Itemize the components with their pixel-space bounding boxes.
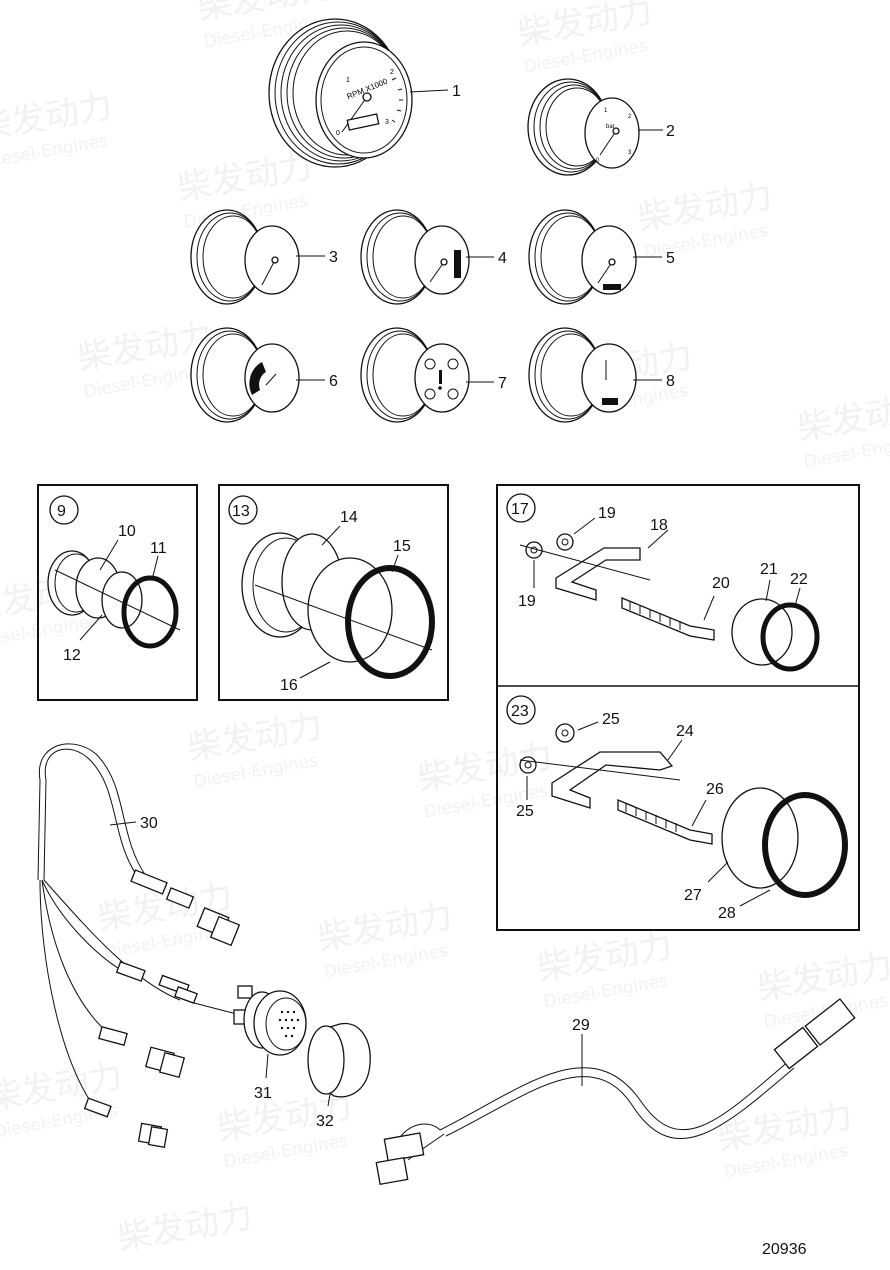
- part-label-22: 22: [790, 571, 808, 588]
- part-label-25-top: 25: [602, 711, 620, 728]
- gauge-5: 5: [528, 209, 675, 305]
- gauge-3: 3: [190, 209, 338, 305]
- gauge-7: 7: [360, 327, 507, 423]
- part-label-20: 20: [712, 575, 730, 592]
- part-label-19-bottom: 19: [518, 593, 536, 610]
- tacho-tick-1: 1: [346, 77, 350, 84]
- box-label-13: 13: [232, 503, 250, 520]
- part-label-2: 2: [666, 123, 675, 140]
- cable-29: 29: [375, 998, 856, 1186]
- pressure-tick-1: 1: [604, 108, 608, 114]
- tacho-tick-2: 2: [390, 69, 394, 76]
- part-label-26: 26: [706, 781, 724, 798]
- part-label-32: 32: [316, 1113, 334, 1130]
- gauge-8: 8: [528, 327, 675, 423]
- part-label-25-bottom: 25: [516, 803, 534, 820]
- part-label-4: 4: [498, 250, 507, 267]
- part-label-28: 28: [718, 905, 736, 922]
- part-label-1: 1: [452, 83, 461, 100]
- pressure-gauge-2: bar 0 1 2 3 2: [527, 78, 675, 176]
- detail-box-13: 13 14 15 16: [218, 484, 449, 701]
- pressure-tick-2: 2: [628, 114, 632, 120]
- part-label-18: 18: [650, 517, 668, 534]
- gauge-4: 4: [360, 209, 507, 305]
- tacho-tick-3: 3: [385, 119, 389, 126]
- diagram-number: 20936: [762, 1241, 807, 1258]
- cap-32: 32: [307, 1022, 371, 1130]
- buzzer-31: 31: [193, 985, 307, 1102]
- tacho-tick-0: 0: [336, 130, 340, 137]
- detail-box-17-23: 17 18 19 19 20 21 22 23 24 25: [496, 484, 860, 931]
- part-label-7: 7: [498, 375, 507, 392]
- cable-harness-30: 30: [37, 743, 241, 1149]
- part-label-24: 24: [676, 723, 694, 740]
- box-label-23: 23: [511, 703, 529, 720]
- tachometer-gauge: RPM X1000 0 1 2 3 1: [268, 18, 461, 168]
- pressure-unit: bar: [606, 124, 615, 130]
- part-label-14: 14: [340, 509, 358, 526]
- part-label-21: 21: [760, 561, 778, 578]
- part-label-16: 16: [280, 677, 298, 694]
- detail-box-9: 9 10 11 12: [37, 484, 198, 701]
- box-label-17: 17: [511, 501, 529, 518]
- box-label-9: 9: [57, 503, 66, 520]
- part-label-12: 12: [63, 647, 81, 664]
- pressure-tick-3: 3: [628, 150, 632, 156]
- part-label-3: 3: [329, 249, 338, 266]
- part-label-6: 6: [329, 373, 338, 390]
- part-label-11: 11: [150, 540, 167, 557]
- part-label-29: 29: [572, 1017, 590, 1034]
- part-label-5: 5: [666, 250, 675, 267]
- pressure-tick-0: 0: [596, 158, 600, 164]
- gauge-6: 6: [190, 327, 338, 423]
- part-label-8: 8: [666, 373, 675, 390]
- part-label-19-top: 19: [598, 505, 616, 522]
- watermark-logo: 柴发动力: [115, 1196, 256, 1259]
- part-label-15: 15: [393, 538, 411, 555]
- part-label-27: 27: [684, 887, 702, 904]
- part-label-31: 31: [254, 1085, 272, 1102]
- part-label-10: 10: [118, 523, 136, 540]
- part-label-30: 30: [140, 815, 158, 832]
